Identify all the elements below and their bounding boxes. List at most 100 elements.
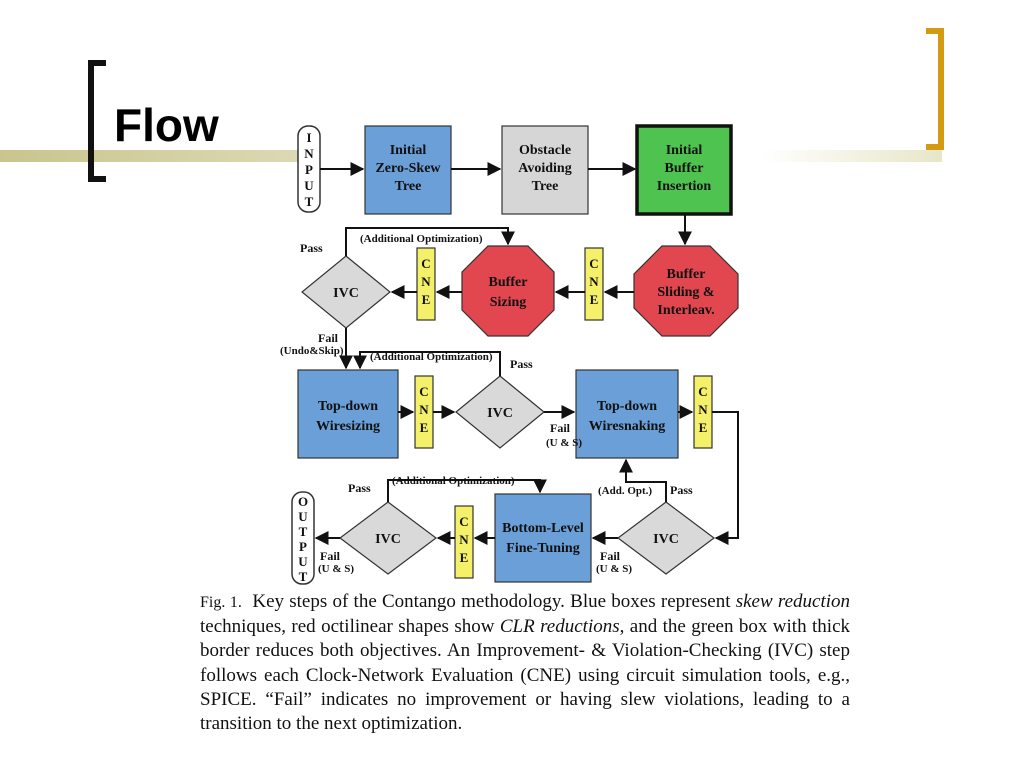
topdown-wiresizing-box [297, 369, 399, 459]
svg-text:Wiresizing: Wiresizing [316, 419, 380, 434]
initial-zero-skew-tree-label: Initial Zero-Skew Tree [375, 143, 441, 194]
ivc-diamond-4 [339, 501, 437, 575]
arrow-ivc1-pass-loop [345, 227, 515, 256]
add-opt-label: (Add. Opt.) [598, 485, 652, 497]
right-bracket-decoration [926, 28, 944, 150]
u-and-s-label-4: (U & S) [318, 563, 354, 575]
additional-optimization-label-1: (Additional Optimization) [360, 233, 483, 245]
svg-text:N: N [698, 402, 708, 417]
arrow-ivc4-pass-loop [387, 479, 547, 502]
bottom-level-fine-tuning-box [494, 493, 592, 583]
caption-text-3: , and the green box with thick border re… [200, 616, 850, 735]
svg-text:C: C [459, 514, 468, 529]
flow-diagram: I N P U T Initial Zero-Skew Tree Obstacl… [270, 118, 770, 588]
svg-text:T: T [305, 194, 314, 209]
ivc-diamond-3 [617, 501, 715, 575]
svg-text:P: P [305, 162, 313, 177]
figure-label: Fig. 1. [200, 594, 242, 611]
svg-text:U: U [298, 509, 308, 524]
svg-text:Interleav.: Interleav. [657, 303, 714, 318]
svg-text:C: C [419, 384, 428, 399]
cne-box-1 [416, 247, 436, 321]
cne-label-3: C N E [419, 384, 429, 435]
svg-text:Wiresnaking: Wiresnaking [589, 419, 666, 434]
cne-label-5: C N E [459, 514, 469, 565]
svg-text:E: E [460, 550, 469, 565]
topdown-wiresnaking-box [575, 369, 679, 459]
svg-text:Bottom-Level: Bottom-Level [502, 521, 584, 536]
arrow-ivc2-pass-loop [353, 351, 501, 376]
cne-label-2: C N E [589, 256, 599, 307]
additional-optimization-label-2: (Additional Optimization) [370, 351, 493, 363]
buffer-sizing-label: Buffer Sizing [489, 275, 528, 310]
topdown-wiresizing-label: Top-down Wiresizing [316, 399, 380, 434]
cne-box-5 [454, 505, 474, 579]
topdown-wiresnaking-label: Top-down Wiresnaking [589, 399, 666, 434]
arrow-ivc3-pass-loop [619, 458, 667, 502]
bottom-level-fine-tuning-label: Bottom-Level Fine-Tuning [502, 521, 584, 556]
svg-text:Initial: Initial [390, 143, 427, 158]
pass-label-4: Pass [348, 481, 371, 495]
svg-text:I: I [306, 130, 311, 145]
cne-box-2 [584, 247, 604, 321]
arrow-cne4-to-ivc3 [712, 411, 739, 545]
svg-text:N: N [459, 532, 469, 547]
svg-text:Buffer: Buffer [489, 275, 528, 290]
svg-text:N: N [421, 274, 431, 289]
svg-text:E: E [420, 420, 429, 435]
svg-text:Initial: Initial [666, 143, 703, 158]
svg-text:C: C [589, 256, 598, 271]
svg-text:Tree: Tree [532, 179, 559, 194]
slide-title: Flow [114, 99, 219, 151]
svg-text:N: N [304, 146, 314, 161]
pass-label-1: Pass [300, 241, 323, 255]
fail-label-2: Fail [550, 421, 571, 435]
additional-optimization-label-3: (Additional Optimization) [392, 475, 515, 487]
svg-text:N: N [419, 402, 429, 417]
fail-label-1: Fail [318, 331, 339, 345]
output-label: O U T P U T [298, 494, 308, 584]
initial-buffer-insertion-label: Initial Buffer Insertion [657, 143, 712, 194]
buffer-sizing-octagon [461, 245, 555, 337]
ivc-diamond-2 [455, 375, 545, 449]
svg-text:E: E [422, 292, 431, 307]
caption-text-2: techniques, red octilinear shapes show [200, 616, 500, 638]
undo-skip-label: (Undo&Skip) [280, 345, 344, 357]
svg-text:E: E [590, 292, 599, 307]
left-bracket-decoration [88, 60, 106, 182]
initial-zero-skew-tree-box [364, 125, 452, 215]
caption-emphasis-1: skew reduction [735, 591, 851, 612]
svg-text:U: U [298, 554, 308, 569]
svg-text:Sliding &: Sliding & [657, 285, 714, 300]
svg-text:Tree: Tree [395, 179, 422, 194]
svg-text:E: E [699, 420, 708, 435]
ivc-label-2: IVC [487, 406, 513, 421]
svg-text:Zero-Skew: Zero-Skew [375, 161, 441, 176]
output-box [291, 491, 315, 585]
caption-emphasis-2: CLR reductions [499, 616, 620, 638]
fail-label-4: Fail [320, 549, 341, 563]
svg-text:Buffer: Buffer [667, 267, 706, 282]
initial-buffer-insertion-box [635, 124, 733, 216]
figure-caption: Fig. 1. Key steps of the Contango method… [200, 590, 850, 736]
svg-text:T: T [299, 524, 308, 539]
svg-text:T: T [299, 569, 308, 584]
u-and-s-label-2: (U & S) [546, 437, 582, 449]
title-underline-bar [0, 150, 300, 162]
svg-text:Top-down: Top-down [318, 399, 378, 414]
ivc-label-4: IVC [375, 532, 401, 547]
buffer-sliding-octagon [633, 245, 739, 337]
pass-label-3: Pass [670, 483, 693, 497]
buffer-sliding-label: Buffer Sliding & Interleav. [657, 267, 714, 318]
svg-text:P: P [299, 539, 307, 554]
title-underline-bar-right [762, 150, 942, 162]
pass-label-2: Pass [510, 357, 533, 371]
cne-label-4: C N E [698, 384, 708, 435]
svg-text:Fine-Tuning: Fine-Tuning [506, 541, 579, 556]
svg-text:Sizing: Sizing [490, 295, 527, 310]
fail-label-3: Fail [600, 549, 621, 563]
svg-text:C: C [421, 256, 430, 271]
ivc-label-3: IVC [653, 532, 679, 547]
input-label: I N P U T [304, 130, 314, 209]
svg-text:U: U [304, 178, 314, 193]
